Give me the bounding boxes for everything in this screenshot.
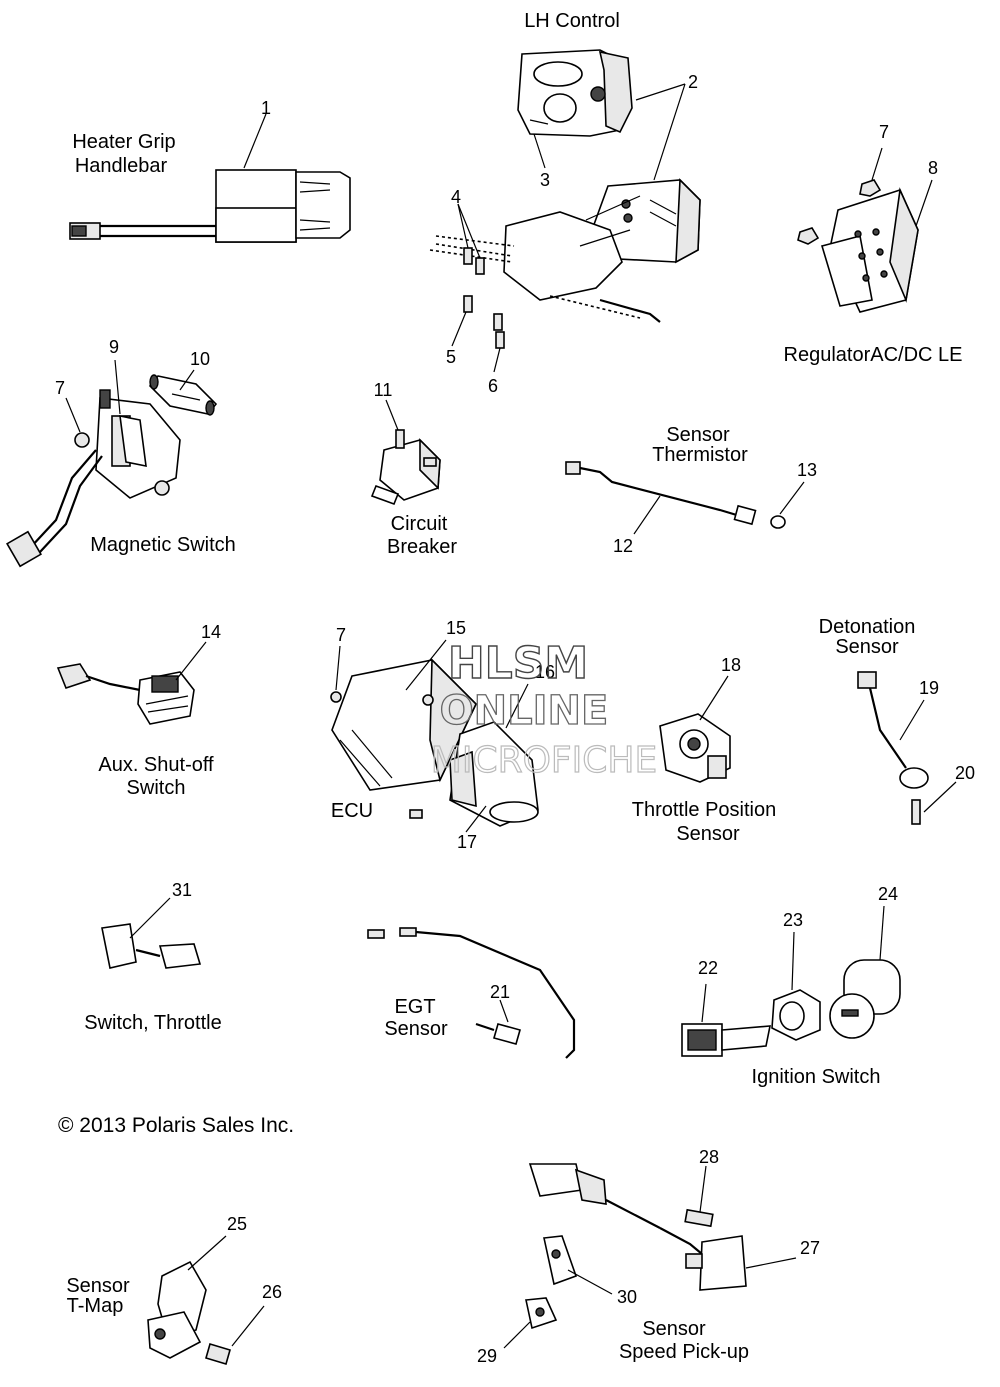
callout-18: 18 xyxy=(721,655,741,675)
callout-29: 29 xyxy=(477,1346,497,1366)
callout-20: 20 xyxy=(955,763,975,783)
callout-1: 1 xyxy=(261,98,271,118)
callout-16: 16 xyxy=(535,662,555,682)
callout-27: 27 xyxy=(800,1238,820,1258)
label-tps-1: Throttle Position xyxy=(632,799,777,821)
callout-19: 19 xyxy=(919,678,939,698)
callout-numbers: 1 2 3 4 5 6 7 8 7 9 10 11 12 13 14 7 15 … xyxy=(55,72,975,1366)
ecu-part xyxy=(330,658,477,819)
callout-28: 28 xyxy=(699,1147,719,1167)
callout-12: 12 xyxy=(613,536,633,556)
label-heater-grip-2: Handlebar xyxy=(75,155,168,177)
label-speed-2: Speed Pick-up xyxy=(619,1341,749,1363)
section-labels: LH Control Heater Grip Handlebar Regulat… xyxy=(58,10,962,1363)
screws-4-5-6 xyxy=(463,247,505,349)
label-regulator: RegulatorAC/DC LE xyxy=(784,344,963,366)
callout-7-magnetic: 7 xyxy=(55,378,65,398)
lh-control-exploded xyxy=(429,178,701,323)
callout-22: 22 xyxy=(698,958,718,978)
callout-17: 17 xyxy=(457,832,477,852)
switch-throttle-part xyxy=(101,923,202,969)
tmap-sensor-part xyxy=(147,1260,231,1365)
circuit-breaker-part xyxy=(370,429,441,506)
callout-30: 30 xyxy=(617,1287,637,1307)
ignition-nut-23 xyxy=(771,989,821,1041)
label-tmap-1: Sensor xyxy=(66,1275,130,1297)
label-egt-1: EGT xyxy=(394,996,435,1018)
clip-29 xyxy=(525,1297,558,1330)
aux-shutoff-part xyxy=(56,663,195,725)
watermark-line-2: ONLINE xyxy=(440,688,609,734)
bolt-28 xyxy=(684,1208,714,1228)
label-detonation-1: Detonation xyxy=(819,616,916,638)
callout-3: 3 xyxy=(540,170,550,190)
label-circuit-breaker-2: Breaker xyxy=(387,536,457,558)
label-egt-2: Sensor xyxy=(384,1018,448,1040)
watermark-line-1: HLSM xyxy=(448,638,588,689)
callout-25: 25 xyxy=(227,1214,247,1234)
label-lh-control: LH Control xyxy=(524,10,620,32)
label-ecu: ECU xyxy=(331,800,373,822)
callout-31: 31 xyxy=(172,880,192,900)
label-aux-shutoff-1: Aux. Shut-off xyxy=(98,754,214,776)
copyright-text: © 2013 Polaris Sales Inc. xyxy=(58,1114,294,1137)
watermark: HLSM ONLINE MICROFICHE xyxy=(430,637,658,781)
label-detonation-2: Sensor xyxy=(835,636,899,658)
callout-5: 5 xyxy=(446,347,456,367)
callout-23: 23 xyxy=(783,910,803,930)
label-tmap-2: T-Map xyxy=(67,1295,124,1317)
regulator-part xyxy=(797,179,919,313)
callout-24: 24 xyxy=(878,884,898,904)
egt-sensor-part xyxy=(367,927,576,1059)
tps-part xyxy=(659,713,731,783)
callout-4: 4 xyxy=(451,187,461,207)
callout-2: 2 xyxy=(688,72,698,92)
clip-30 xyxy=(543,1235,578,1286)
lh-control-housing xyxy=(517,49,633,137)
callout-13: 13 xyxy=(797,460,817,480)
callout-8: 8 xyxy=(928,158,938,178)
callout-6: 6 xyxy=(488,376,498,396)
callout-14: 14 xyxy=(201,622,221,642)
callout-10: 10 xyxy=(190,349,210,369)
watermark-line-3: MICROFICHE xyxy=(431,740,657,781)
thermistor-part xyxy=(565,461,786,529)
callout-15: 15 xyxy=(446,618,466,638)
ignition-switch-24 xyxy=(829,959,901,1039)
label-tps-2: Sensor xyxy=(676,823,740,845)
magnetic-switch-bracket-10 xyxy=(148,374,218,416)
label-magnetic-switch: Magnetic Switch xyxy=(90,534,236,556)
callout-26: 26 xyxy=(262,1282,282,1302)
label-switch-throttle: Switch, Throttle xyxy=(84,1012,221,1034)
ignition-key-22 xyxy=(681,1023,771,1057)
label-heater-grip-1: Heater Grip xyxy=(72,131,175,153)
callout-11: 11 xyxy=(374,380,393,400)
label-circuit-breaker-1: Circuit xyxy=(391,513,448,535)
callout-9: 9 xyxy=(109,337,119,357)
label-ignition-switch: Ignition Switch xyxy=(752,1066,881,1088)
ecu-bracket-16-17 xyxy=(449,721,539,827)
label-aux-shutoff-2: Switch xyxy=(127,777,186,799)
callout-7-ecu: 7 xyxy=(336,625,346,645)
label-speed-1: Sensor xyxy=(642,1318,706,1340)
detonation-sensor-part xyxy=(857,671,929,825)
callout-7-regulator: 7 xyxy=(879,122,889,142)
magnetic-switch-part xyxy=(6,389,181,568)
speed-sensor-part xyxy=(528,1163,747,1291)
heater-grip-part xyxy=(69,169,351,243)
label-thermistor-1: Sensor xyxy=(666,424,730,446)
label-thermistor-2: Thermistor xyxy=(652,444,748,466)
callout-21: 21 xyxy=(490,982,510,1002)
